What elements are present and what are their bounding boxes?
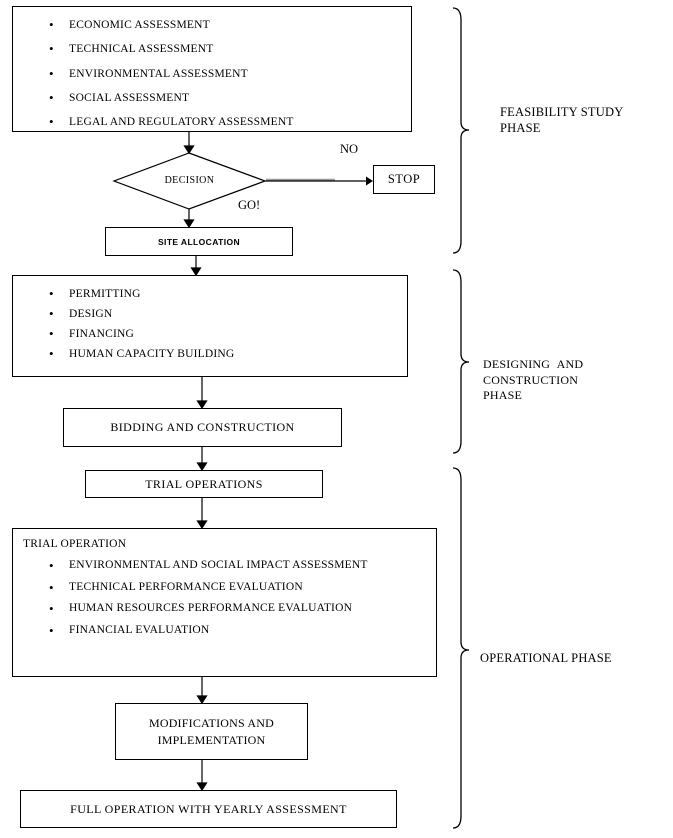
arrow-trial-operations-to-trial-operation-box	[196, 498, 208, 530]
full-operation-label: FULL OPERATION WITH YEARLY ASSESSMENT	[70, 801, 347, 816]
stop-label: STOP	[387, 172, 421, 186]
bullet-item: DESIGN	[13, 304, 407, 324]
arrow-decision-to-site-allocation	[183, 209, 195, 229]
modifications-box: MODIFICATIONS AND IMPLEMENTATION	[115, 703, 308, 760]
bullet-item: TECHNICAL PERFORMANCE EVALUATION	[13, 577, 436, 599]
bullet-item: HUMAN RESOURCES PERFORMANCE EVALUATION	[13, 598, 436, 620]
site-allocation-label: SITE ALLOCATION	[157, 236, 241, 247]
arrow-site-allocation-to-design-box	[190, 256, 202, 277]
arrow-assessments-to-decision	[183, 132, 195, 155]
stop-box: STOP	[373, 165, 435, 194]
phase-label-operational: OPERATIONAL PHASE	[480, 651, 612, 665]
arrow-modifications-to-full-operation	[196, 760, 208, 792]
brace-operational-phase	[452, 467, 470, 829]
bullet-item: PERMITTING	[13, 284, 407, 304]
assessment-box: ECONOMIC ASSESSMENTTECHNICAL ASSESSMENTE…	[12, 6, 412, 135]
bidding-construction-label: BIDDING AND CONSTRUCTION	[110, 420, 295, 434]
site-allocation-box: SITE ALLOCATION	[105, 227, 293, 256]
bullet-item: SOCIAL ASSESSMENT	[13, 86, 411, 111]
design-box: PERMITTINGDESIGNFINANCINGHUMAN CAPACITY …	[12, 275, 408, 377]
bullet-item: FINANCIAL EVALUATION	[13, 620, 436, 642]
bullet-item: TECHNICAL ASSESSMENT	[13, 37, 411, 62]
phase-label-designing-construction: DESIGNING AND CONSTRUCTION PHASE	[483, 357, 584, 402]
arrow-trial-operation-box-to-modifications	[196, 677, 208, 705]
modifications-line2: IMPLEMENTATION	[157, 732, 266, 747]
trial-operation-detail-box: TRIAL OPERATION ENVIRONMENTAL AND SOCIAL…	[12, 528, 437, 677]
brace-designing-construction-phase	[452, 269, 470, 454]
trial-operation-title: TRIAL OPERATION	[23, 538, 127, 550]
arrow-decision-to-stop	[265, 176, 373, 186]
no-branch-label: NO	[340, 142, 359, 156]
decision-label: DECISION	[164, 175, 215, 186]
bullet-item: ENVIRONMENTAL AND SOCIAL IMPACT ASSESSME…	[13, 555, 436, 577]
trial-operation-list: ENVIRONMENTAL AND SOCIAL IMPACT ASSESSME…	[13, 552, 436, 642]
assessment-list: ECONOMIC ASSESSMENTTECHNICAL ASSESSMENTE…	[13, 7, 411, 135]
bullet-item: LEGAL AND REGULATORY ASSESSMENT	[13, 110, 411, 135]
brace-feasibility-phase	[452, 7, 470, 254]
modifications-line1: MODIFICATIONS AND	[148, 716, 275, 730]
trial-operations-box: TRIAL OPERATIONS	[85, 470, 323, 498]
bullet-item: HUMAN CAPACITY BUILDING	[13, 344, 407, 364]
trial-operations-label: TRIAL OPERATIONS	[145, 476, 263, 491]
bidding-construction-box: BIDDING AND CONSTRUCTION	[63, 408, 342, 447]
bullet-item: ENVIRONMENTAL ASSESSMENT	[13, 62, 411, 87]
full-operation-box: FULL OPERATION WITH YEARLY ASSESSMENT	[20, 790, 397, 828]
arrow-bidding-to-trial-operations	[196, 447, 208, 472]
go-branch-label: GO!	[238, 198, 261, 212]
arrow-design-box-to-bidding	[196, 377, 208, 410]
design-list: PERMITTINGDESIGNFINANCINGHUMAN CAPACITY …	[13, 276, 407, 364]
phase-label-feasibility: FEASIBILITY STUDY PHASE	[500, 105, 624, 135]
bullet-item: FINANCING	[13, 324, 407, 344]
bullet-item: ECONOMIC ASSESSMENT	[13, 13, 411, 38]
